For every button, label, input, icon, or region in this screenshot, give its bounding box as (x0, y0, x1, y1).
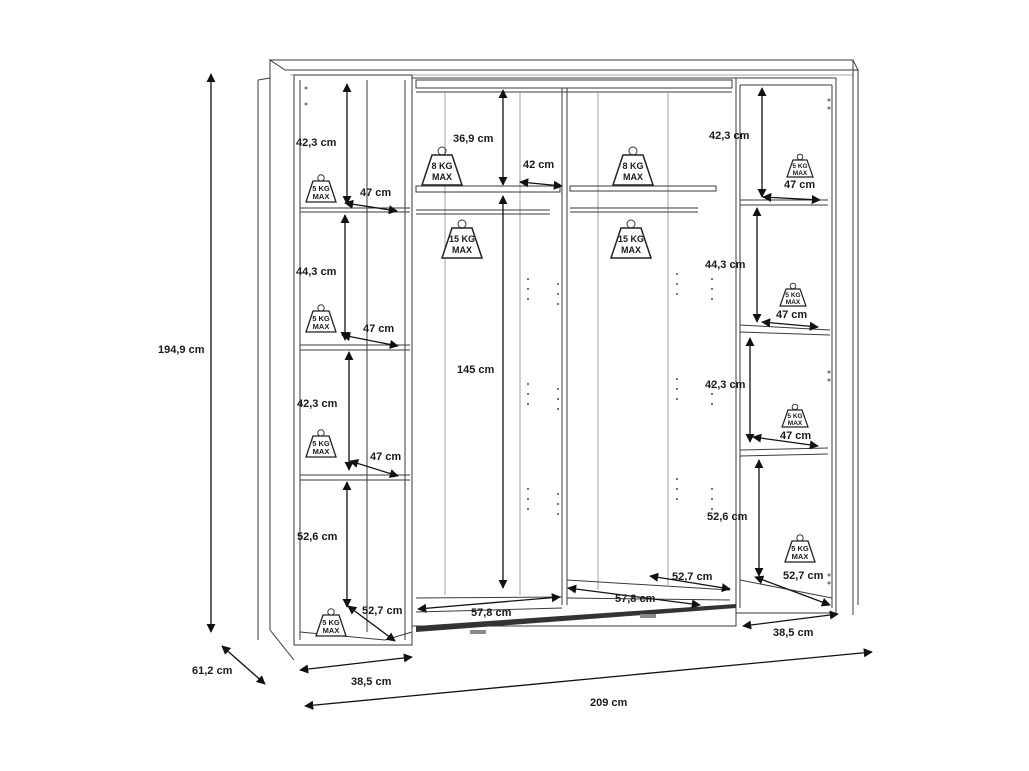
svg-text:5 KG: 5 KG (312, 439, 330, 448)
svg-text:5 KG: 5 KG (312, 314, 330, 323)
weight-icon: 5 KG MAX (305, 174, 337, 203)
weight-icon: 5 KG MAX (779, 282, 807, 307)
svg-text:8 KG: 8 KG (622, 161, 643, 171)
svg-text:5 KG: 5 KG (792, 163, 807, 170)
weight-icon: 8 KG MAX (611, 146, 655, 186)
left-depth-3: 47 cm (370, 451, 401, 463)
svg-text:MAX: MAX (792, 552, 809, 561)
left-column-frame (293, 74, 413, 646)
wardrobe-body (257, 59, 859, 661)
weight-icon: 5 KG MAX (305, 429, 337, 458)
middle-shelf-depth: 42 cm (523, 159, 554, 171)
depth-arrow (221, 645, 266, 685)
weight-icons: 5 KG MAX 5 KG MAX 5 KG MAX 5 KG MAX 8 KG… (305, 146, 816, 637)
left-height-3: 42,3 cm (297, 398, 338, 410)
left-height-2: 44,3 cm (296, 266, 337, 278)
middle-shelf-height: 36,9 cm (453, 133, 494, 145)
svg-text:5 KG: 5 KG (312, 184, 330, 193)
weight-icon: 15 KG MAX (609, 219, 653, 259)
svg-text:5 KG: 5 KG (785, 292, 800, 299)
left-width: 38,5 cm (351, 676, 392, 688)
left-height-4: 52,6 cm (297, 531, 338, 543)
middle-bottom-left: 57,8 cm (471, 607, 512, 619)
middle-section (411, 77, 737, 634)
weight-icon: 5 KG MAX (781, 403, 809, 428)
svg-text:MAX: MAX (623, 172, 643, 182)
svg-text:MAX: MAX (313, 447, 330, 456)
weight-icon: 5 KG MAX (786, 153, 814, 178)
svg-text:MAX: MAX (323, 626, 340, 635)
right-column (735, 77, 837, 614)
middle-frame (411, 77, 737, 627)
svg-text:15 KG: 15 KG (449, 234, 475, 244)
top-panel (268, 59, 859, 71)
middle-bottom-depth: 52,7 cm (672, 571, 713, 583)
overall-width-label: 209 cm (590, 697, 628, 709)
left-back-edge (269, 60, 295, 661)
weight-icon: 5 KG MAX (305, 304, 337, 333)
right-depth-2: 47 cm (776, 309, 807, 321)
svg-text:MAX: MAX (621, 245, 641, 255)
width-arrow (304, 648, 873, 710)
right-depth-3: 47 cm (780, 430, 811, 442)
right-height-4: 52,6 cm (707, 511, 748, 523)
right-column-frame (735, 77, 837, 614)
left-column (293, 74, 413, 646)
left-depth-4: 52,7 cm (362, 605, 403, 617)
right-width: 38,5 cm (773, 627, 814, 639)
left-height-1: 42,3 cm (296, 137, 337, 149)
middle-hanging-height: 145 cm (457, 364, 495, 376)
right-height-2: 44,3 cm (705, 259, 746, 271)
overall-height-label: 194,9 cm (158, 344, 205, 356)
weight-icon: 5 KG MAX (315, 608, 347, 637)
dimension-arrows (206, 73, 873, 710)
dimension-labels: 194,9 cm 61,2 cm 209 cm 42,3 cm 44,3 cm … (158, 130, 824, 709)
right-height-1: 42,3 cm (709, 130, 750, 142)
weight-icon: 8 KG MAX (420, 146, 464, 186)
left-depth-2: 47 cm (363, 323, 394, 335)
svg-text:MAX: MAX (788, 420, 803, 427)
svg-text:5 KG: 5 KG (791, 544, 809, 553)
right-depth-4: 52,7 cm (783, 570, 824, 582)
right-depth-1: 47 cm (784, 179, 815, 191)
weight-icon: 15 KG MAX (440, 219, 484, 259)
svg-text:8 KG: 8 KG (431, 161, 452, 171)
svg-text:15 KG: 15 KG (618, 234, 644, 244)
left-depth-1: 47 cm (360, 187, 391, 199)
overall-depth-label: 61,2 cm (192, 665, 233, 677)
svg-text:MAX: MAX (313, 192, 330, 201)
right-height-3: 42,3 cm (705, 379, 746, 391)
middle-bottom-right: 57,8 cm (615, 593, 656, 605)
svg-text:MAX: MAX (313, 322, 330, 331)
svg-text:MAX: MAX (432, 172, 452, 182)
svg-text:MAX: MAX (793, 170, 808, 177)
svg-text:MAX: MAX (452, 245, 472, 255)
svg-text:5 KG: 5 KG (787, 413, 802, 420)
svg-text:MAX: MAX (786, 299, 801, 306)
weight-icon: 5 KG MAX (784, 534, 816, 563)
svg-text:5 KG: 5 KG (322, 618, 340, 627)
